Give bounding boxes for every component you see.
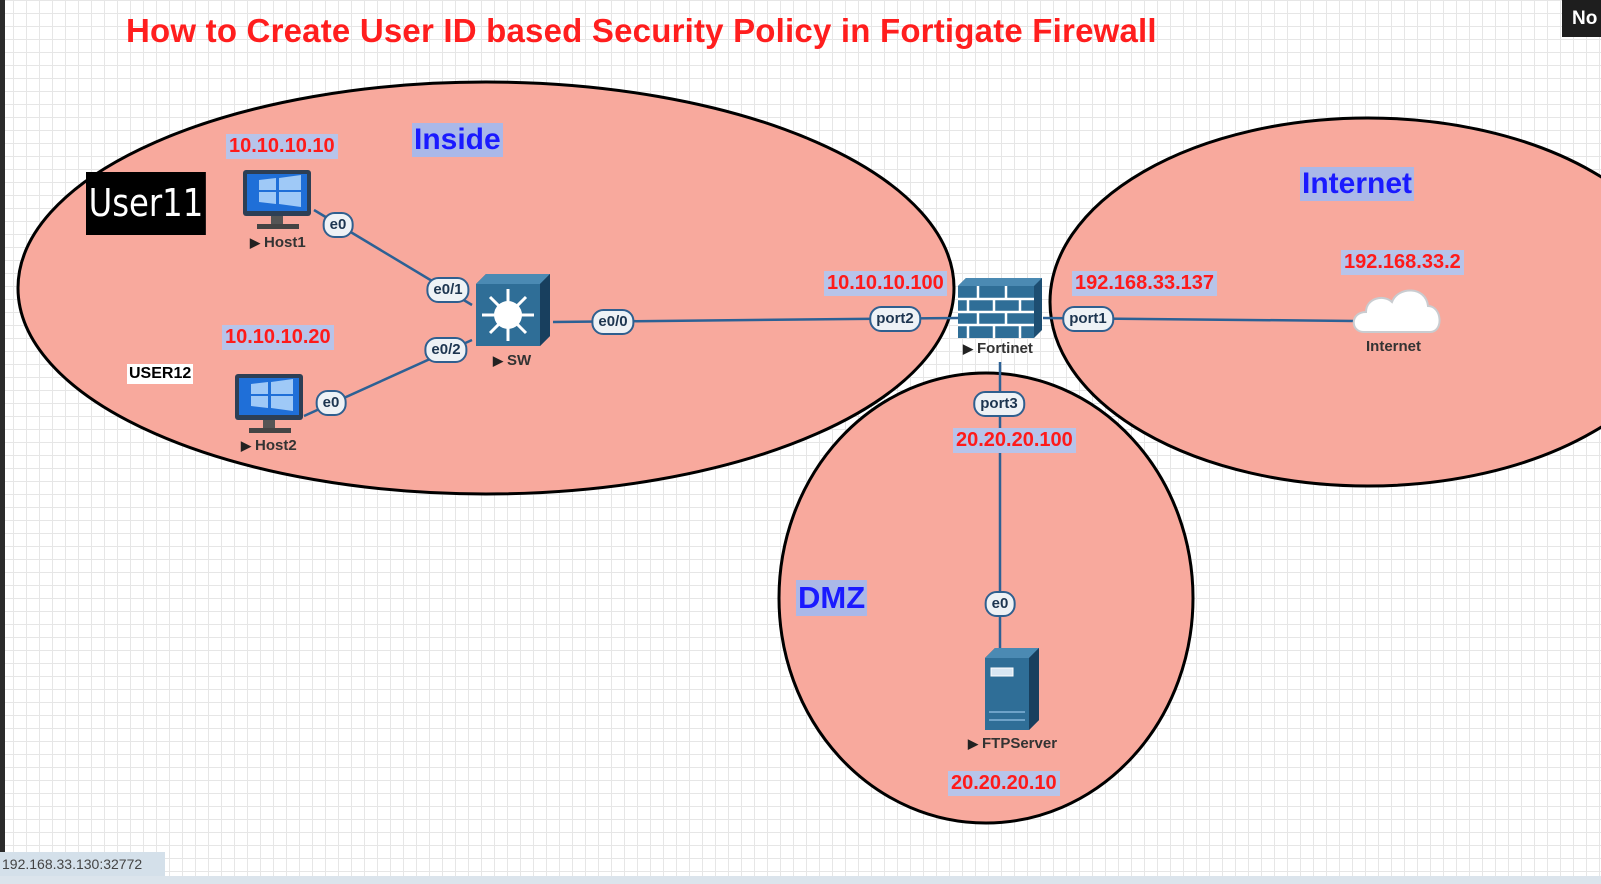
host1-monitor-icon [243, 170, 311, 229]
user11-tag: User11 [86, 172, 206, 235]
bottom-strip [0, 876, 1601, 884]
switch-icon [476, 274, 550, 346]
port-host2-e0[interactable]: e0 [315, 390, 347, 416]
firewall-icon [958, 278, 1042, 338]
play-icon: ▶ [963, 341, 973, 356]
internet-cloud-icon [1352, 289, 1441, 333]
node-host1[interactable]: ▶ Host1 [250, 234, 306, 251]
port-fortinet-port3[interactable]: port3 [973, 391, 1025, 417]
internet-zone [1048, 116, 1601, 488]
corner-button[interactable]: No [1562, 0, 1601, 37]
node-fortinet-label: Fortinet [977, 340, 1033, 357]
ip-host1: 10.10.10.10 [226, 134, 338, 159]
node-host2-label: Host2 [255, 437, 297, 454]
node-host2[interactable]: ▶ Host2 [241, 437, 297, 454]
ip-internet: 192.168.33.2 [1341, 250, 1464, 275]
zone-label-dmz: DMZ [796, 580, 868, 616]
node-fortinet[interactable]: ▶ Fortinet [963, 340, 1033, 357]
window-left-edge [0, 0, 5, 884]
ip-fortinet-inside: 10.10.10.100 [824, 271, 947, 296]
ftp-server-icon [985, 648, 1039, 730]
host2-monitor-icon [235, 374, 303, 433]
play-icon: ▶ [250, 235, 260, 250]
port-fortinet-port2[interactable]: port2 [869, 306, 921, 332]
play-icon: ▶ [968, 736, 978, 751]
ip-fortinet-outside: 192.168.33.137 [1072, 271, 1218, 296]
port-host1-e0[interactable]: e0 [322, 212, 354, 238]
node-ftp-server[interactable]: ▶ FTPServer [968, 735, 1057, 752]
ip-host2: 10.10.10.20 [222, 325, 334, 350]
port-sw-e0-0[interactable]: e0/0 [591, 309, 635, 335]
user12-tag: USER12 [127, 364, 194, 384]
play-icon: ▶ [241, 438, 251, 453]
node-ftp-server-label: FTPServer [982, 735, 1058, 752]
node-internet-label[interactable]: Internet [1366, 338, 1422, 355]
page-title: How to Create User ID based Security Pol… [126, 12, 1157, 49]
play-icon: ▶ [493, 353, 503, 368]
port-ftp-e0[interactable]: e0 [984, 591, 1016, 617]
port-fortinet-port1[interactable]: port1 [1062, 306, 1114, 332]
ip-ftp-server: 20.20.20.10 [948, 771, 1060, 796]
ip-fortinet-dmz: 20.20.20.100 [953, 428, 1076, 453]
port-sw-e0-1[interactable]: e0/1 [426, 277, 470, 303]
node-switch-label: SW [507, 352, 532, 369]
zone-label-internet: Internet [1300, 167, 1415, 201]
status-bar-address: 192.168.33.130:32772 [0, 852, 165, 876]
node-host1-label: Host1 [264, 234, 306, 251]
zone-label-inside: Inside [412, 123, 503, 157]
port-sw-e0-2[interactable]: e0/2 [424, 337, 468, 363]
node-switch[interactable]: ▶ SW [493, 352, 531, 369]
